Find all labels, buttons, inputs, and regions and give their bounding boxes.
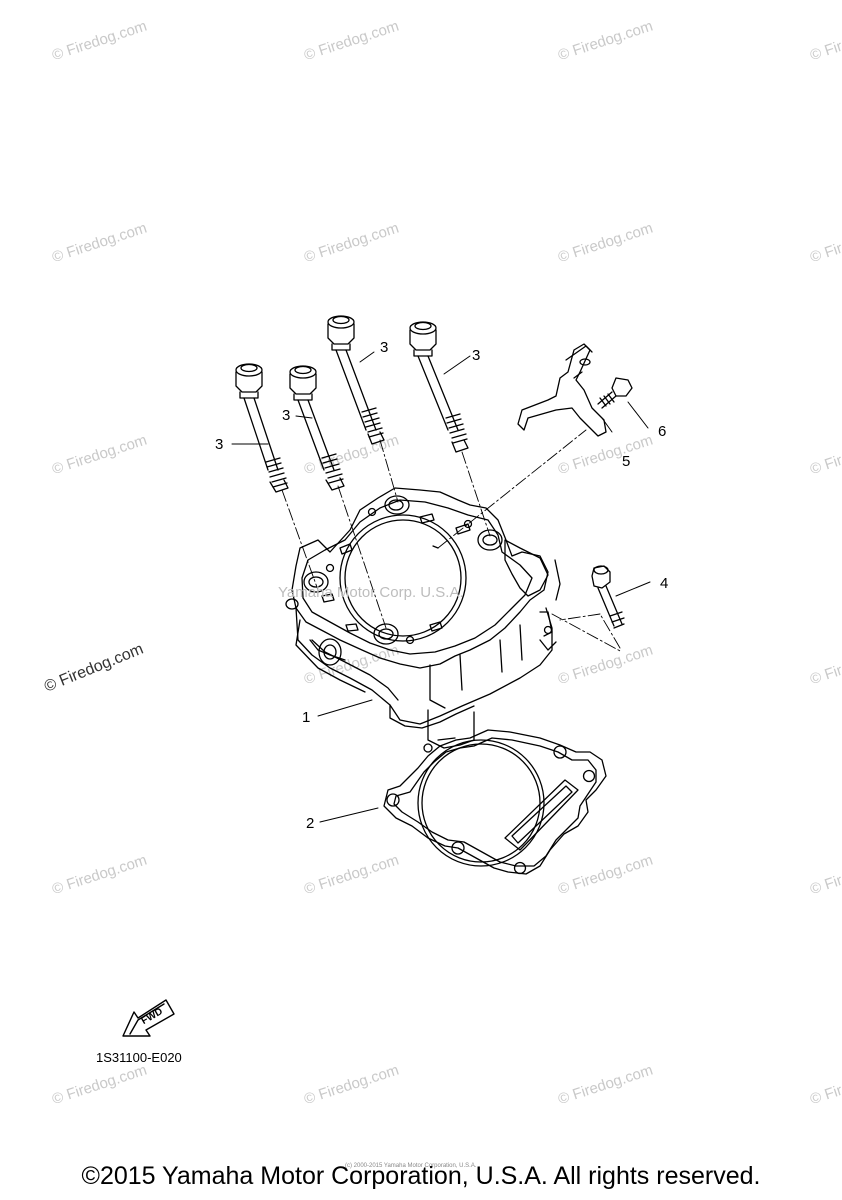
center-watermark: Yamaha Motor Corp. U.S.A. bbox=[278, 584, 464, 601]
callout-3-c: 3 bbox=[380, 339, 389, 356]
copyright-footer: ©2015 Yamaha Motor Corporation, U.S.A. A… bbox=[81, 1162, 761, 1190]
diagram-code: 1S31100-E020 bbox=[96, 1050, 182, 1065]
callout-6: 6 bbox=[658, 423, 667, 440]
leader-lines bbox=[231, 351, 651, 823]
center-lines bbox=[281, 429, 623, 653]
tiny-copyright-note: (c) 2000-2015 Yamaha Motor Corporation, … bbox=[345, 1163, 477, 1169]
cylinder-part bbox=[285, 487, 561, 749]
screw-6-part bbox=[597, 377, 633, 409]
callout-2: 2 bbox=[306, 815, 315, 832]
callout-5: 5 bbox=[622, 453, 631, 470]
callout-4: 4 bbox=[660, 575, 669, 592]
bolt-4-part bbox=[591, 565, 625, 629]
callout-3-a: 3 bbox=[215, 436, 224, 453]
callout-1: 1 bbox=[302, 709, 311, 726]
callout-3-d: 3 bbox=[472, 347, 481, 364]
fwd-arrow-icon bbox=[122, 999, 175, 1037]
bolts-part bbox=[235, 315, 469, 493]
bracket-part bbox=[517, 343, 607, 437]
callout-3-b: 3 bbox=[282, 407, 291, 424]
base-gasket-part bbox=[383, 729, 607, 875]
